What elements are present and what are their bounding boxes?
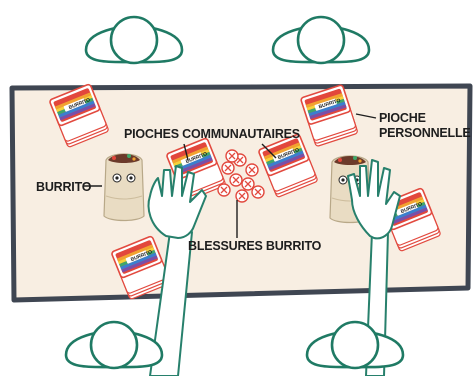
label-burrito: BURRITO [36,180,92,194]
label-pioche-personnelle-line2: PERSONNELLE [379,126,471,140]
seat-icon-bottom-right [305,320,405,370]
seat-icon-bottom-left [64,320,164,370]
label-pioches-communautaires: PIOCHES COMMUNAUTAIRES [124,127,300,141]
leader-lines [84,113,377,238]
seat-icon-top-left [84,15,184,65]
label-pioche-personnelle-line1: PIOCHE [379,111,426,125]
burrito-character-icon-left [103,153,145,222]
label-blessures-burrito: BLESSURES BURRITO [188,239,322,253]
seat-icon-top-right [271,15,371,65]
hand-icon-left [147,165,207,376]
